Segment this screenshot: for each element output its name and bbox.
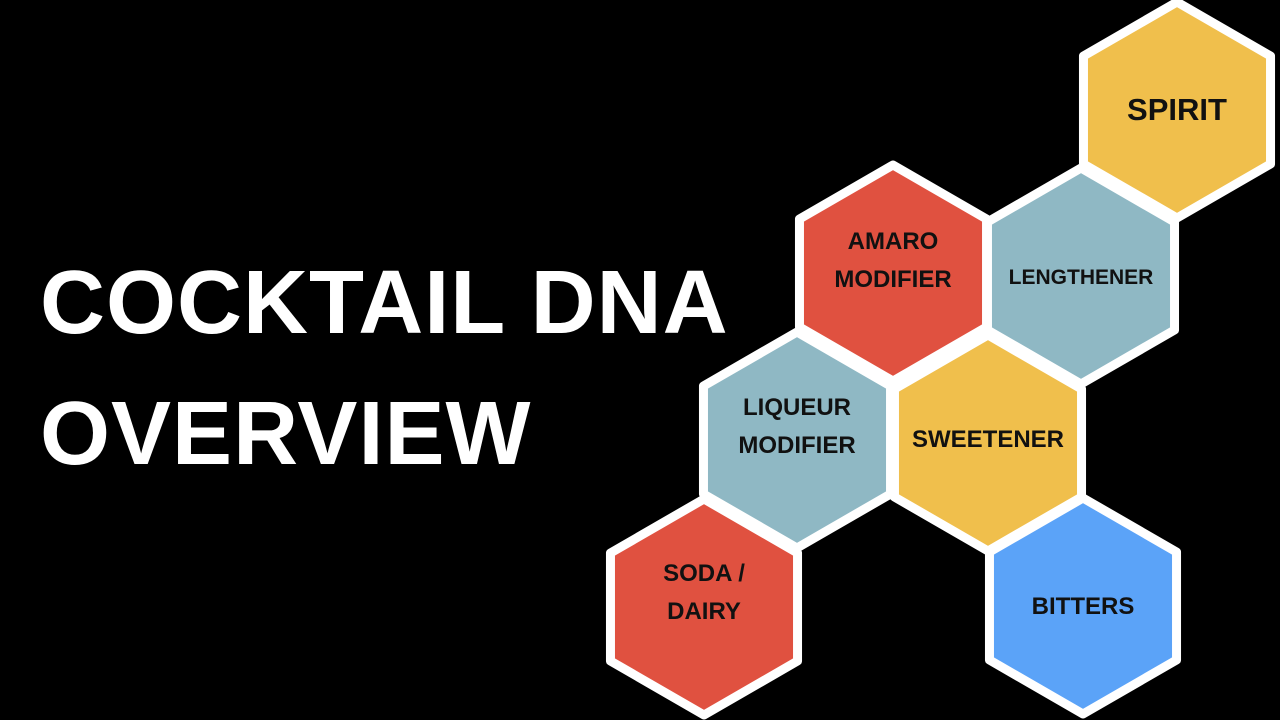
hex-shape-spirit <box>1078 0 1276 223</box>
title-line-1: COCKTAIL DNA <box>40 253 729 353</box>
hex-shape-bitters <box>984 493 1182 719</box>
hex-label-lengthener-1: LENGTHENER <box>1009 266 1154 289</box>
slide-title: COCKTAIL DNA OVERVIEW <box>40 238 729 499</box>
hex-label-sweetener-1: SWEETENER <box>912 426 1064 453</box>
hex-label-liqueur-modifier-1: LIQUEUR <box>743 394 851 421</box>
hex-bitters: BITTERS <box>984 493 1182 719</box>
title-line-2: OVERVIEW <box>40 383 532 484</box>
hex-label-spirit-1: SPIRIT <box>1127 92 1227 127</box>
hex-label-amaro-modifier-2: MODIFIER <box>834 266 951 293</box>
hex-label-bitters-1: BITTERS <box>1032 593 1135 620</box>
hex-label-liqueur-modifier-2: MODIFIER <box>738 432 855 459</box>
hex-liqueur-modifier: LIQUEUR MODIFIER <box>698 327 896 553</box>
hex-label-soda-dairy-2: DAIRY <box>667 598 741 625</box>
hex-label-amaro-modifier-1: AMARO <box>848 228 939 255</box>
hex-shape-soda-dairy <box>605 494 803 720</box>
hex-lengthener: LENGTHENER <box>982 163 1180 389</box>
hex-soda-dairy: SODA / DAIRY <box>605 494 803 720</box>
hex-spirit: SPIRIT <box>1078 0 1276 223</box>
hex-label-soda-dairy-1: SODA / <box>663 560 745 587</box>
